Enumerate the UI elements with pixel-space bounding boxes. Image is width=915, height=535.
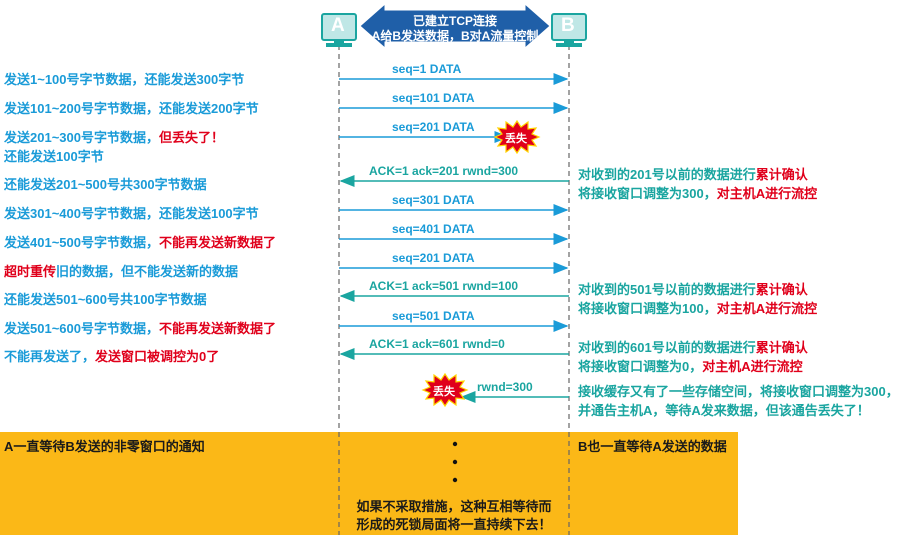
left-note: 超时重传旧的数据，但不能发送新的数据	[4, 264, 239, 279]
lost-label: 丢失	[505, 133, 527, 145]
left-note: 不能再发送了，发送窗口被调控为0了	[4, 349, 220, 364]
host-a-monitor-icon	[321, 13, 357, 47]
banner-line-2: A给B发送数据，B对A流量控制	[371, 29, 539, 43]
message-label: seq=101 DATA	[392, 91, 475, 105]
left-note: 发送1~100号字节数据，还能发送300字节	[4, 72, 245, 87]
host-b-label: B	[561, 15, 575, 36]
deadlock-right-text: B也一直等待A发送的数据	[578, 439, 727, 454]
host-a-label: A	[331, 15, 345, 36]
ellipsis-dot	[452, 459, 458, 465]
left-note: 还能发送501~600号共100字节数据	[4, 292, 207, 307]
message-label: seq=1 DATA	[392, 62, 462, 76]
left-note: 还能发送100字节	[4, 149, 104, 164]
host-b-monitor-icon	[551, 13, 587, 47]
right-note: 将接收窗口调整为100，对主机A进行流控	[578, 301, 818, 316]
right-note: 将接收窗口调整为300，对主机A进行流控	[578, 186, 818, 201]
left-note: 发送501~600号字节数据，不能再发送新数据了	[4, 321, 276, 336]
message-label: seq=201 DATA	[392, 120, 475, 134]
deadlock-note-line-1: 如果不采取措施，这种互相等待而	[356, 499, 552, 514]
ellipsis-dot	[452, 477, 458, 483]
right-note: 对收到的501号以前的数据进行累计确认	[578, 282, 808, 297]
message-label: rwnd=300	[477, 380, 533, 394]
lost-label: 丢失	[433, 386, 455, 398]
message-label: seq=301 DATA	[392, 193, 475, 207]
message-label: ACK=1 ack=501 rwnd=100	[369, 279, 519, 293]
message-label: ACK=1 ack=601 rwnd=0	[369, 337, 505, 351]
right-note: 对收到的601号以前的数据进行累计确认	[578, 340, 808, 355]
left-note: 发送201~300号字节数据，但丢失了！	[4, 130, 224, 145]
right-note: 将接收窗口调整为0，对主机A进行流控	[578, 359, 803, 374]
message-label: ACK=1 ack=201 rwnd=300	[369, 164, 519, 178]
ellipsis-dot	[452, 441, 458, 447]
message-label: seq=401 DATA	[392, 222, 475, 236]
right-note: 并通告主机A，等待A发来数据，但该通告丢失了！	[578, 403, 870, 418]
right-note: 对收到的201号以前的数据进行累计确认	[578, 167, 808, 182]
message-label: seq=201 DATA	[392, 251, 475, 265]
left-note: 发送301~400号字节数据，还能发送100字节	[4, 206, 259, 221]
message-label: seq=501 DATA	[392, 309, 475, 323]
deadlock-left-text: A一直等待B发送的非零窗口的通知	[4, 439, 205, 454]
left-note: 还能发送201~500号共300字节数据	[4, 177, 207, 192]
lost-burst-icon	[493, 119, 541, 155]
right-note: 接收缓存又有了一些存储空间，将接收窗口调整为300，	[578, 384, 899, 399]
left-note: 发送401~500号字节数据，不能再发送新数据了	[4, 235, 276, 250]
deadlock-panel	[0, 432, 738, 535]
deadlock-note-line-2: 形成的死锁局面将一直持续下去！	[356, 517, 552, 532]
connection-banner-arrow	[359, 2, 551, 50]
banner-line-1: 已建立TCP连接	[412, 14, 497, 28]
lost-burst-icon	[421, 372, 469, 408]
left-note: 发送101~200号字节数据，还能发送200字节	[4, 101, 259, 116]
